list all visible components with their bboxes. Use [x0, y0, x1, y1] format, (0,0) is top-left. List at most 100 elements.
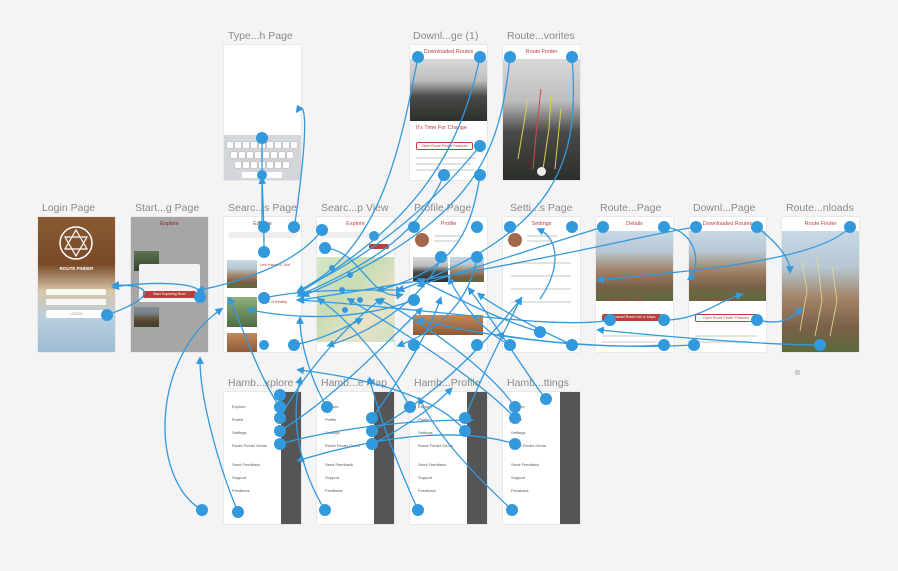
menu-send-feedback[interactable]: Send Feedback	[511, 462, 540, 467]
artboard-label-downloaded-1: Downl...ge (1)	[413, 30, 479, 42]
menu-feedback[interactable]: Feedback	[325, 488, 343, 493]
artboard-route-page[interactable]: Details Left Handed Tool Download Route …	[596, 217, 673, 352]
menu-settings[interactable]: Settings	[511, 430, 526, 435]
artboard-label-type-search: Type...h Page	[228, 30, 293, 42]
artboard-label-hamb-explore: Hamb...xplore	[228, 377, 294, 389]
page-title: Profile	[440, 221, 457, 227]
menu-profile[interactable]: Profile	[511, 417, 523, 422]
menu-profile[interactable]: Profile	[232, 417, 244, 422]
route-thumb[interactable]	[227, 333, 257, 352]
menu-gems[interactable]: Route Finder Gems	[325, 443, 360, 448]
artboard-label-route-downloads: Route...nloads	[786, 202, 854, 214]
route-title[interactable]: Left Handed Tool	[260, 262, 291, 267]
route-lines	[799, 255, 838, 337]
artboard-search[interactable]: Explore Left Handed Tool Edge of Reality	[224, 217, 301, 352]
artboard-hamb-explore[interactable]: Explore Profile Settings Route Finder Ge…	[224, 392, 301, 524]
artboard-hamb-map[interactable]: Explore Profile Settings Route Finder Ge…	[317, 392, 394, 524]
open-features-button[interactable]: Open Route Finder Features	[416, 142, 473, 150]
artboard-downloaded-1[interactable]: Downloaded Routes It's Time For Change O…	[410, 45, 487, 180]
route-name: Left Handed Tool	[602, 297, 644, 303]
download-button[interactable]: Download Route Info & Maps	[602, 314, 662, 321]
page-title: Route Finder	[525, 49, 558, 55]
menu-profile[interactable]: Profile	[325, 417, 337, 422]
menu-gems[interactable]: Route Finder Gems	[418, 443, 453, 448]
search-input[interactable]	[228, 232, 297, 238]
start-exploring-button[interactable]: Start Exploring Now!	[143, 291, 196, 298]
menu-settings[interactable]: Settings	[232, 430, 247, 435]
artboard-label-route-page: Route...Page	[600, 202, 662, 214]
menu-explore[interactable]: Explore	[418, 404, 432, 409]
route-photo	[596, 231, 673, 301]
menu-feedback[interactable]: Feedback	[418, 488, 436, 493]
artboard-route-downloads[interactable]: Route Finder	[782, 217, 859, 352]
menu-send-feedback[interactable]: Send Feedback	[232, 462, 261, 467]
artboard-label-login: Login Page	[42, 202, 96, 214]
menu-support[interactable]: Support	[232, 475, 247, 480]
route-name: Left Handed Tool	[695, 297, 737, 303]
artboard-login[interactable]: ROUTE FINDER LOGIN	[38, 217, 115, 352]
menu-feedback[interactable]: Feedback	[511, 488, 529, 493]
canvas-marker	[795, 370, 800, 375]
page-title: Explore	[253, 221, 272, 227]
artboard-label-profile: Profile Page	[414, 202, 472, 214]
menu-settings[interactable]: Settings	[418, 430, 433, 435]
page-title: Downloaded Routes	[702, 221, 753, 227]
menu-explore[interactable]: Explore	[325, 404, 339, 409]
menu-send-feedback[interactable]: Send Feedback	[325, 462, 354, 467]
artboard-label-hamb-settings: Hamb...ttings	[507, 377, 569, 389]
page-title: Route Finder	[804, 221, 837, 227]
artboard-profile[interactable]: Profile	[410, 217, 487, 352]
page-title: Details	[626, 221, 643, 227]
menu-gems[interactable]: Route Finder Gems	[232, 443, 267, 448]
menu-feedback[interactable]: Feedback	[232, 488, 250, 493]
login-button[interactable]: LOGIN	[46, 310, 106, 318]
page-title: Explore	[346, 221, 365, 227]
artboard-route-favorites[interactable]: Route Finder	[503, 45, 580, 180]
artboard-label-hamb-map: Hamb...e Map	[321, 377, 387, 389]
route-photo	[410, 59, 487, 121]
menu-profile[interactable]: Profile	[418, 417, 430, 422]
artboard-settings[interactable]: Settings	[503, 217, 580, 352]
artboard-label-starting: Start...g Page	[135, 202, 200, 214]
route-title[interactable]: Edge of Reality	[260, 299, 288, 304]
route-thumb[interactable]	[227, 260, 257, 288]
page-title: Downloaded Routes	[423, 49, 474, 55]
map-toggle-button[interactable]	[369, 244, 389, 249]
route-thumb[interactable]	[227, 297, 257, 327]
artboard-starting[interactable]: Explore Start Exploring Now!	[131, 217, 208, 352]
logo-text: ROUTE FINDER	[59, 266, 94, 271]
artboard-type-search[interactable]	[224, 45, 301, 180]
menu-gems[interactable]: Route Finder Gems	[511, 443, 546, 448]
artboard-hamb-profile[interactable]: Explore Profile Settings Route Finder Ge…	[410, 392, 487, 524]
artboard-hamb-settings[interactable]: Explore Profile Settings Route Finder Ge…	[503, 392, 580, 524]
artboard-label-route-favorites: Route...vorites	[507, 30, 575, 42]
search-input[interactable]	[321, 232, 390, 238]
route-photo	[689, 231, 766, 301]
menu-settings[interactable]: Settings	[325, 430, 340, 435]
artboard-downloaded[interactable]: Downloaded Routes Left Handed Tool Open …	[689, 217, 766, 352]
artboard-label-downloaded: Downl...Page	[693, 202, 756, 214]
username-field[interactable]	[46, 289, 106, 295]
artboard-label-settings: Setti...s Page	[510, 202, 573, 214]
menu-send-feedback[interactable]: Send Feedback	[418, 462, 447, 467]
menu-support[interactable]: Support	[511, 475, 526, 480]
menu-support[interactable]: Support	[418, 475, 433, 480]
open-features-button[interactable]: Open Route Finder Features	[695, 314, 757, 322]
avatar	[415, 233, 429, 247]
route-lines	[517, 88, 562, 170]
compass-icon[interactable]	[537, 167, 546, 176]
password-field[interactable]	[46, 299, 106, 305]
artboard-search-map[interactable]: Explore	[317, 217, 394, 352]
page-title: Settings	[531, 221, 552, 227]
artboard-label-search-map: Searc...p View	[321, 202, 389, 214]
menu-explore[interactable]: Explore	[232, 404, 246, 409]
page-title: Explore	[160, 221, 179, 227]
route-name: It's Time For Change	[416, 125, 467, 131]
artboard-label-hamb-profile: Hamb...Profile	[414, 377, 481, 389]
menu-explore[interactable]: Explore	[511, 404, 525, 409]
avatar	[508, 233, 522, 247]
map-view[interactable]	[317, 257, 394, 342]
logo-icon	[59, 226, 93, 260]
menu-support[interactable]: Support	[325, 475, 340, 480]
artboard-label-search: Searc...s Page	[228, 202, 297, 214]
